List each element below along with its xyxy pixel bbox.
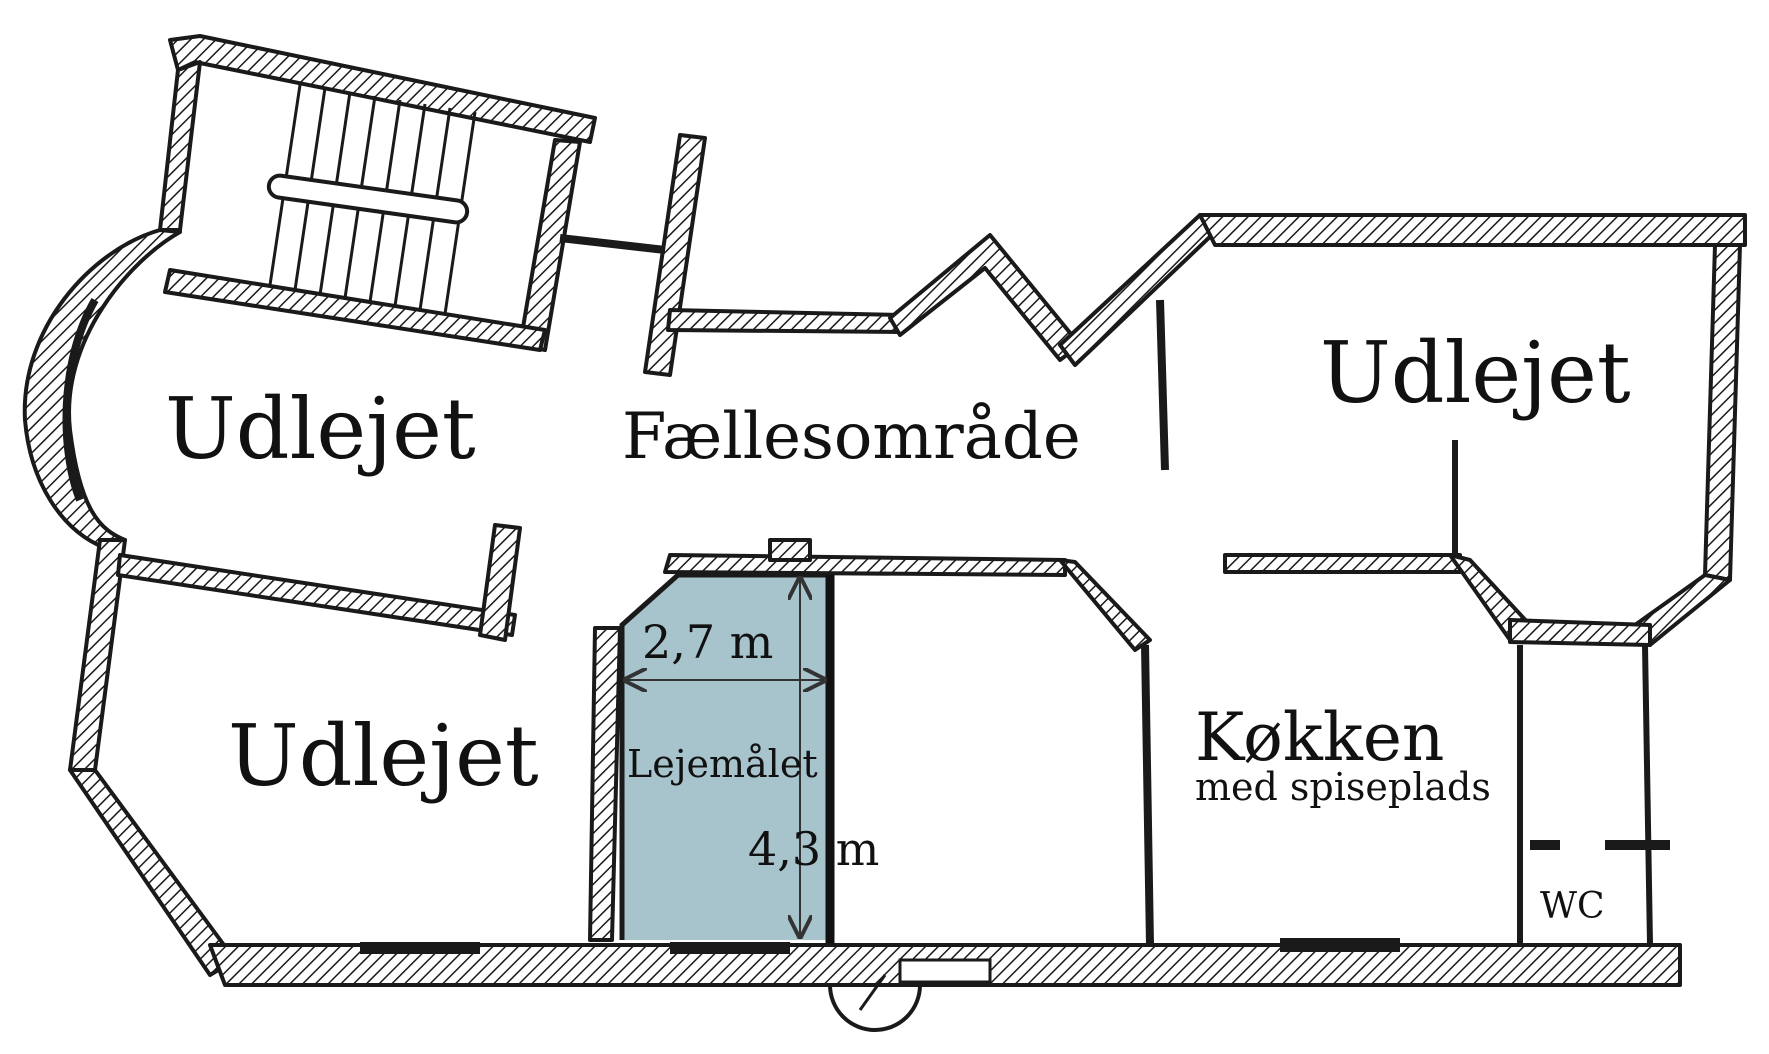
room-label-top-left: Udlejet — [165, 380, 476, 478]
east-walls — [1156, 213, 1747, 946]
room-label-top-right: Udlejet — [1320, 324, 1631, 422]
stairwell — [158, 34, 597, 352]
south-facade — [208, 938, 1682, 1032]
unit-lejemaalet — [588, 572, 835, 945]
room-label-kitchen-sub: med spiseplads — [1195, 765, 1491, 809]
dimension-width-label: 2,7 m — [642, 615, 773, 669]
dimension-depth-label: 4,3 m — [748, 822, 879, 876]
room-label-unit: Lejemålet — [627, 742, 818, 786]
dimension-lines — [625, 578, 825, 937]
middle-walls — [663, 538, 1154, 946]
stair-handrail — [266, 173, 470, 225]
room-label-kitchen: Køkken — [1195, 699, 1444, 776]
unit-floor — [622, 575, 830, 940]
common-area-walls — [559, 133, 1217, 377]
room-label-wc: WC — [1540, 886, 1605, 927]
west-walls — [22, 228, 522, 977]
room-label-common-area: Fællesområde — [622, 400, 1081, 474]
room-label-bottom-left: Udlejet — [228, 707, 539, 805]
